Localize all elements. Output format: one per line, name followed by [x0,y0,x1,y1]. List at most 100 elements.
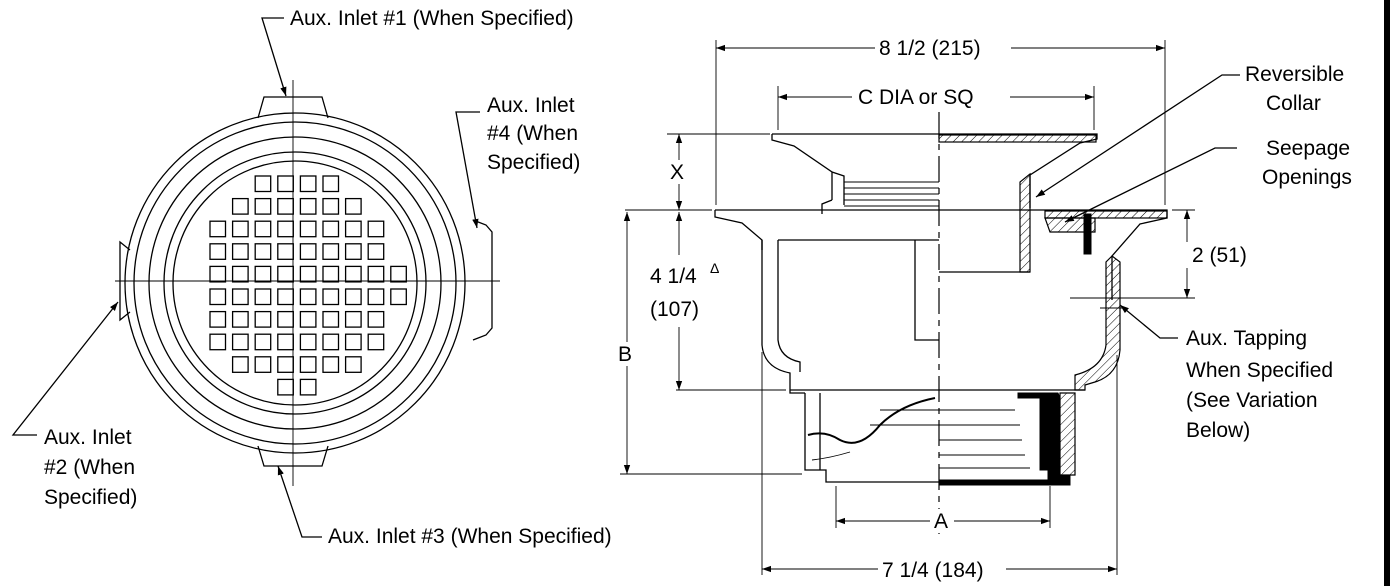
strainer-cell [390,265,407,283]
strainer-cell [390,288,407,306]
page-edge-bar [1384,0,1390,586]
strainer-cell [299,378,317,396]
collar-tube-section [1019,172,1031,273]
strainer-cell [322,265,340,283]
aux-inlet-1-leader [261,17,287,97]
reversible-collar-leader [1035,74,1240,198]
strainer-cell [344,356,362,373]
strainer-cell [254,356,272,373]
outer-rim [124,112,466,454]
strainer-cell [322,333,340,351]
strainer-cell [299,288,317,306]
aux-inlet-1-label: Aux. Inlet #1 (When Specified) [290,7,574,30]
strainer-cell [299,175,317,193]
body-height-bg [648,255,728,327]
body-height-label: 4 1/4 [650,265,697,288]
strainer-cell [254,197,272,215]
b-dim-bg [616,342,638,366]
strainer-cell [299,265,317,283]
aux-inlet-2-label: Aux. Inlet #2 (When Specified) [44,426,141,509]
strainer-cell [277,197,294,215]
body-height-mm-label: (107) [650,298,699,321]
bolt [1083,213,1092,255]
body-bowl-inner-left [777,240,801,372]
strainer-cell [367,243,385,260]
strainer-cell [322,310,340,328]
strainer-cell [322,175,340,193]
overall-width-label: 8 1/2 (215) [879,37,981,60]
section-view [714,112,1168,540]
x-dim-label: X [670,161,684,184]
strainer-cell [299,220,317,238]
clamp-collar-section [1044,217,1096,233]
strainer-cell [299,356,317,373]
strainer-cell [344,265,362,283]
strainer-cell [254,243,272,260]
strainer-cell [254,265,272,283]
strainer-cell [367,265,385,283]
strainer-cell [254,288,272,306]
strainer-cell [277,378,294,396]
strainer-cell [322,356,340,373]
collar-height-label: 2 (51) [1192,244,1247,267]
strainer-cell [277,333,294,351]
section-callouts: Reversible Collar Seepage Openings Aux. … [1035,63,1356,442]
base-width-label: 7 1/4 (184) [882,559,984,582]
c-dim-label: C DIA or SQ [858,86,974,109]
strainer-cell [277,220,294,238]
overall-width-bg [875,35,1011,61]
strainer-cell [209,310,227,328]
reversible-collar-label: Reversible Collar [1245,63,1350,115]
aux-tapping-leader [1119,304,1178,339]
strainer-cell [299,310,317,328]
body-bowl-right-section [1074,255,1121,391]
strainer-cell [231,220,249,238]
strainer-cell [277,243,294,260]
strainer-cell [299,197,317,215]
strainer-cell [344,243,362,260]
aux-tapping-label: Aux. Tapping When Specified (See Variati… [1186,327,1339,442]
strainer-cell [344,288,362,306]
strainer-cell [299,333,317,351]
base-width-bg [878,557,1006,583]
strainer-cell [322,220,340,238]
collar-height-bg [1178,242,1260,268]
a-dim-label: A [934,510,948,533]
strainer-cell [277,175,294,193]
rim-ring-3 [148,136,442,430]
strainer-cell [209,220,227,238]
outlet-right-section [1059,392,1076,476]
strainer-cell [254,220,272,238]
aux-inlet-4-leader [455,111,480,229]
strainer-recess [778,239,939,341]
strainer-cell [254,175,272,193]
strainer-cell [209,265,227,283]
collar-tube-left [821,171,845,214]
body-flange [714,209,1168,300]
aux-inlet-4-label: Aux. Inlet #4 (When Specified) [487,94,584,174]
strainer-grid [209,175,407,396]
body-bowl-left [761,240,805,394]
strainer-cell [231,243,249,260]
strainer-cell [254,333,272,351]
collar-flange [771,133,1098,208]
seepage-openings-label: Seepage Openings [1262,137,1356,189]
aux-inlet-4-lug [472,219,493,341]
strainer-cell [344,220,362,238]
strainer-cell [277,288,294,306]
plan-leaders: Aux. Inlet #1 (When Specified) Aux. Inle… [11,7,612,548]
rim-ring-2 [133,121,457,445]
strainer-ring-inner [172,160,418,406]
body-height-mark: Δ [710,260,719,276]
strainer-cell [231,310,249,328]
collar-flange-section [938,134,1097,143]
strainer-ring-outer [163,151,427,415]
strainer-cell [299,243,317,260]
strainer-cell [209,243,227,260]
a-dim-bg [930,509,954,533]
strainer-cell [231,197,249,215]
seepage-openings-leader [1064,147,1237,223]
strainer-cell [209,333,227,351]
strainer-cell [367,220,385,238]
outlet-left [804,393,939,483]
